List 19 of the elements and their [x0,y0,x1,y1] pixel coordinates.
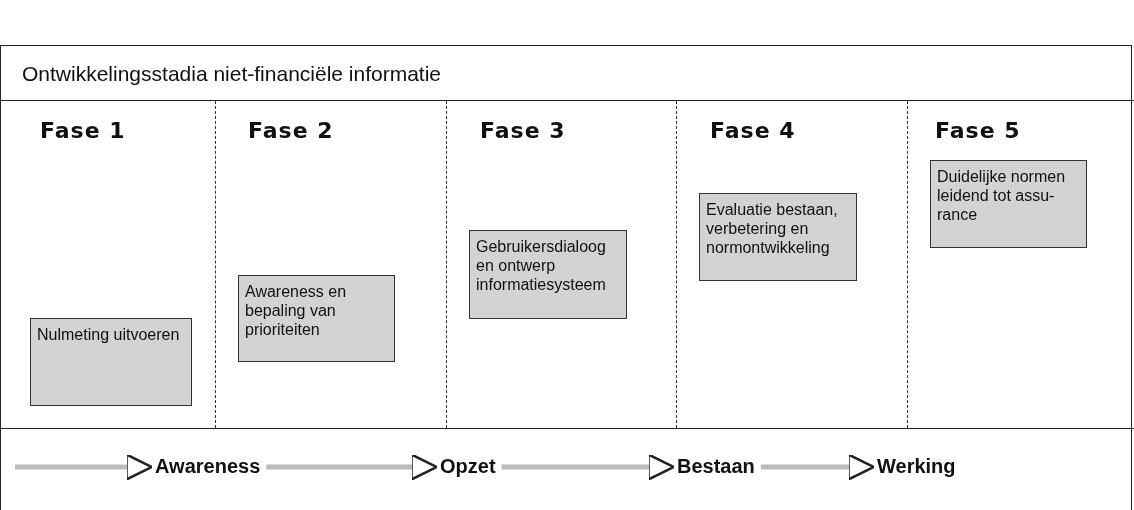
stage-label: Awareness [155,455,261,478]
step-box: Awareness en bepaling van prioriteiten [238,275,395,362]
step-box: Gebruikersdialoog en ontwerp informatiesysteem [469,230,627,319]
arrow [501,453,675,481]
phase-heading: Fase 4 [710,118,796,143]
phase-heading: Fase 1 [40,118,126,143]
stage-label: Opzet [440,455,496,478]
arrow [760,453,875,481]
phase-heading: Fase 5 [935,118,1021,143]
step-box: Duidelijke normen leidend tot assu- rance [930,160,1087,248]
step-box: Evaluatie bestaan, verbetering en normontwikkeling [699,193,857,281]
diagram-title: Ontwikkelingsstadia niet-financiële informatie [22,62,442,86]
arrow [15,453,153,481]
step-box: Nulmeting uitvoeren [30,318,192,406]
phase-heading: Fase 2 [248,118,334,143]
arrow [266,453,438,481]
stage-label: Werking [877,455,956,478]
stage-label: Bestaan [677,455,755,478]
phase-heading: Fase 3 [480,118,566,143]
